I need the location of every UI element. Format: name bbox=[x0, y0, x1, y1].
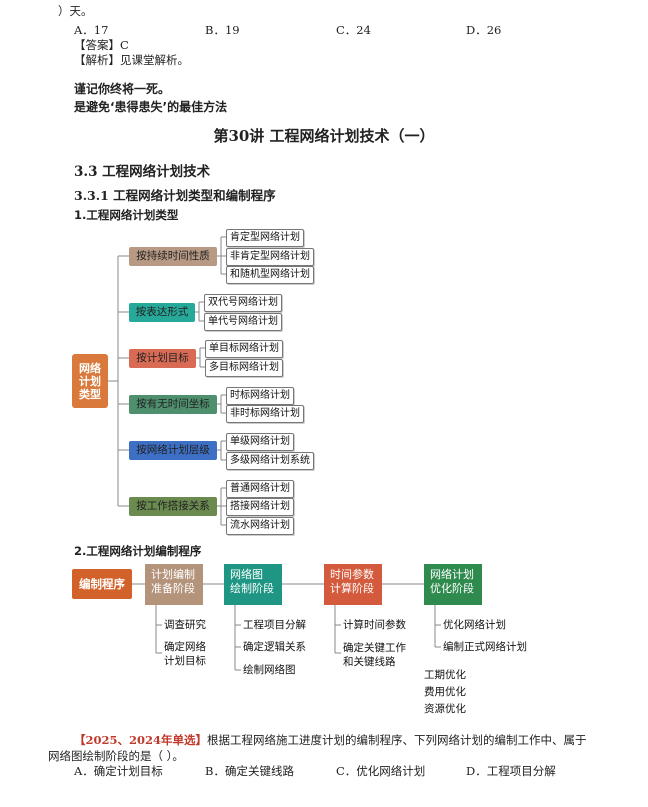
stage-calculation: 时间参数 计算阶段 bbox=[324, 564, 382, 605]
item-logic-relation: 确定逻辑关系 bbox=[243, 641, 306, 653]
answer-label: 【答案】 bbox=[74, 38, 120, 52]
item-critical-path-line1: 确定关键工作 bbox=[343, 642, 406, 654]
item-project-decomposition: 工程项目分解 bbox=[243, 619, 306, 631]
leaf-non-time-scaled-plan: 非时标网络计划 bbox=[226, 405, 304, 423]
analysis-line: 【解析】见课堂解析。 bbox=[74, 52, 189, 68]
sub-heading-types: 1.工程网络计划类型 bbox=[74, 208, 179, 222]
leaf-single-target-plan: 单目标网络计划 bbox=[205, 340, 283, 358]
item-calc-time-params: 计算时间参数 bbox=[343, 619, 406, 631]
item-set-target-line1: 确定网络 bbox=[164, 641, 206, 653]
prev-option-a: A．17 bbox=[74, 23, 109, 37]
leaf-flow-plan: 流水网络计划 bbox=[226, 517, 294, 535]
question-stem-1: 根据工程网络施工进度计划的编制程序、下列网络计划的编制工作中、属于 bbox=[207, 733, 587, 747]
stage-calculation-line1: 时间参数 bbox=[330, 568, 374, 581]
stage-optimization: 网络计划 优化阶段 bbox=[424, 564, 482, 605]
question-tag: 【2025、2024年单选】 bbox=[74, 733, 208, 747]
sub-heading-procedure: 2.工程网络计划编制程序 bbox=[74, 544, 202, 558]
leaf-random-plan: 和随机型网络计划 bbox=[226, 266, 314, 284]
question-stem-2: 网络图绘制阶段的是（ ）。 bbox=[48, 749, 184, 763]
answer-value: C bbox=[120, 38, 129, 52]
prev-option-b: B．19 bbox=[205, 23, 240, 37]
item-set-target-line2: 计划目标 bbox=[164, 655, 206, 667]
stage-optimization-line1: 网络计划 bbox=[430, 568, 474, 581]
question-option-c: C．优化网络计划 bbox=[336, 764, 426, 778]
section-3-3-heading: 3.3 工程网络计划技术 bbox=[74, 164, 211, 180]
stage-preparation-line1: 计划编制 bbox=[151, 568, 195, 581]
prev-question-tail: ）天。 bbox=[58, 4, 93, 18]
leaf-ordinary-plan: 普通网络计划 bbox=[226, 480, 294, 498]
extra-duration-opt: 工期优化 bbox=[424, 669, 466, 681]
category-expression-form: 按表达形式 bbox=[129, 303, 195, 322]
prev-option-c: C．24 bbox=[336, 23, 371, 37]
item-optimize-plan: 优化网络计划 bbox=[443, 619, 506, 631]
lecture-title: 第30讲 工程网络计划技术（一） bbox=[213, 127, 435, 145]
stage-drawing-line2: 绘制阶段 bbox=[230, 582, 274, 595]
leaf-overlap-plan: 搭接网络计划 bbox=[226, 498, 294, 516]
category-plan-level: 按网络计划层级 bbox=[129, 441, 217, 460]
leaf-single-level-plan: 单级网络计划 bbox=[226, 433, 294, 451]
extra-resource-opt: 资源优化 bbox=[424, 703, 466, 715]
leaf-multi-target-plan: 多目标网络计划 bbox=[205, 359, 283, 377]
leaf-nondeterministic-plan: 非肯定型网络计划 bbox=[226, 248, 314, 266]
item-critical-path-line2: 和关键线路 bbox=[343, 656, 396, 668]
question-line-1: 【2025、2024年单选】根据工程网络施工进度计划的编制程序、下列网络计划的编… bbox=[74, 732, 587, 748]
question-option-b: B．确定关键线路 bbox=[205, 764, 294, 778]
procedure-start-node: 编制程序 bbox=[72, 569, 132, 599]
category-plan-target: 按计划目标 bbox=[129, 349, 196, 368]
category-overlap-relation: 按工作搭接关系 bbox=[129, 497, 217, 516]
answer-line: 【答案】C bbox=[74, 37, 129, 53]
motto-line-1: 谨记你终将一死。 bbox=[74, 82, 171, 96]
extra-cost-opt: 费用优化 bbox=[424, 686, 466, 698]
mindmap-root: 网络计划类型 bbox=[72, 354, 108, 408]
section-3-3-1-heading: 3.3.1 工程网络计划类型和编制程序 bbox=[74, 188, 276, 203]
leaf-double-code-plan: 双代号网络计划 bbox=[204, 294, 282, 312]
analysis-label: 【解析】 bbox=[74, 53, 120, 67]
item-formal-plan: 编制正式网络计划 bbox=[443, 641, 527, 653]
category-duration-nature: 按持续时间性质 bbox=[129, 247, 217, 266]
leaf-deterministic-plan: 肯定型网络计划 bbox=[226, 229, 304, 247]
analysis-text: 见课堂解析。 bbox=[120, 53, 189, 67]
leaf-multi-level-system: 多级网络计划系统 bbox=[226, 452, 314, 470]
stage-drawing-line1: 网络图 bbox=[230, 568, 263, 581]
prev-option-d: D．26 bbox=[466, 23, 502, 37]
stage-preparation-line2: 准备阶段 bbox=[151, 582, 195, 595]
motto-line-2: 是避免‘患得患失’的最佳方法 bbox=[74, 100, 228, 114]
stage-drawing: 网络图 绘制阶段 bbox=[224, 564, 282, 605]
stage-preparation: 计划编制 准备阶段 bbox=[145, 564, 203, 605]
leaf-time-scaled-plan: 时标网络计划 bbox=[226, 387, 294, 405]
question-option-a: A．确定计划目标 bbox=[74, 764, 163, 778]
leaf-single-code-plan: 单代号网络计划 bbox=[204, 313, 282, 331]
item-investigation: 调查研究 bbox=[164, 619, 206, 631]
item-draw-network: 绘制网络图 bbox=[243, 664, 296, 676]
category-time-coordinate: 按有无时间坐标 bbox=[129, 395, 217, 414]
stage-optimization-line2: 优化阶段 bbox=[430, 582, 474, 595]
question-option-d: D．工程项目分解 bbox=[466, 764, 556, 778]
stage-calculation-line2: 计算阶段 bbox=[330, 582, 374, 595]
